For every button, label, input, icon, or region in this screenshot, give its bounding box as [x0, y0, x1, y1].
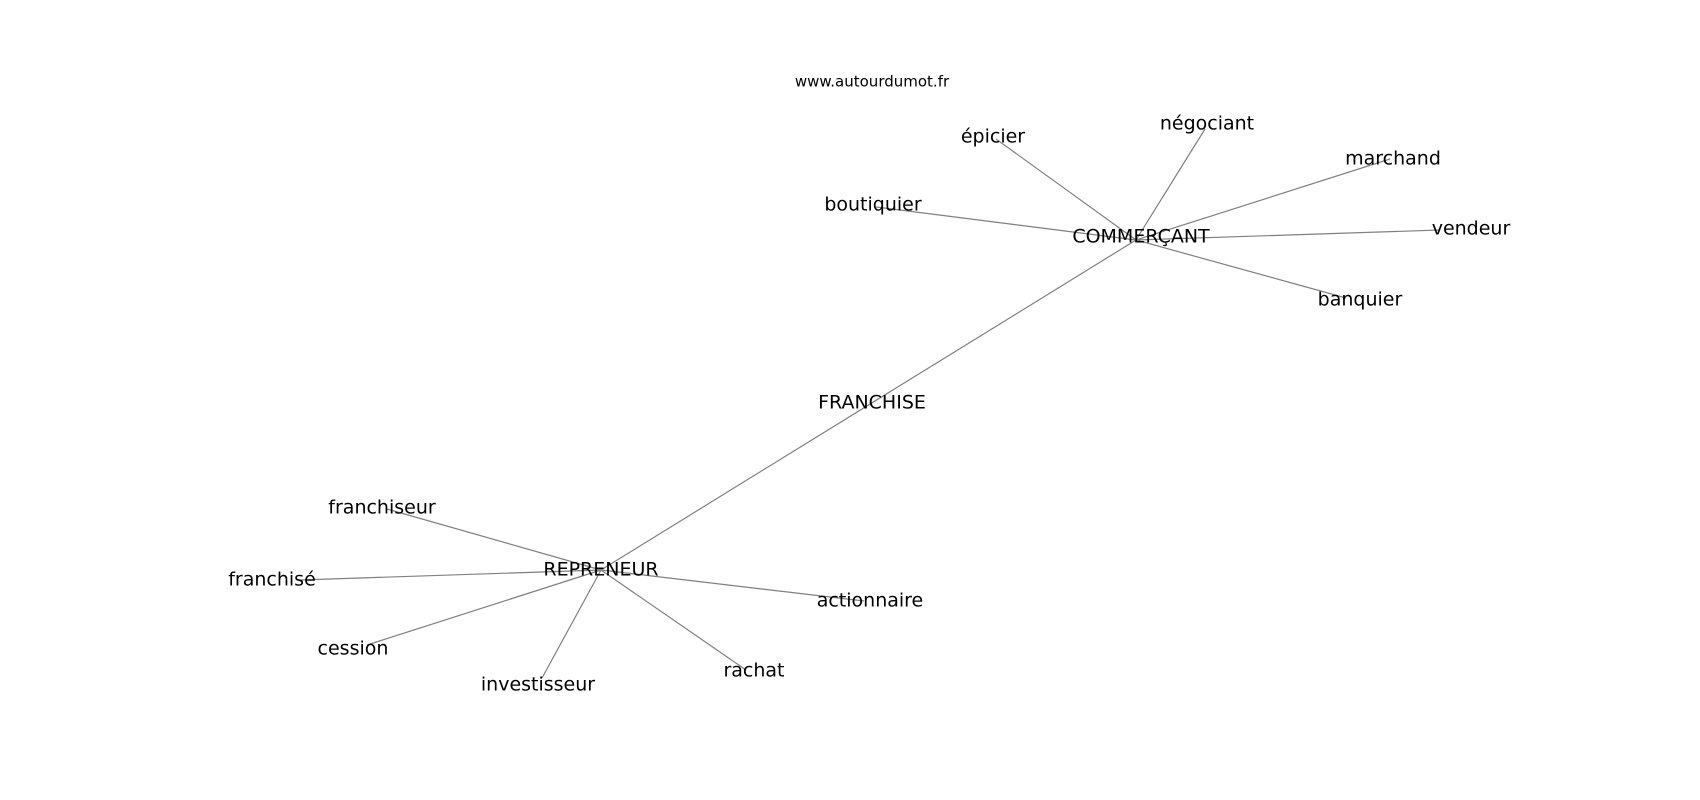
node-label-vendeur: vendeur — [1432, 218, 1511, 240]
node-label-franchiseur: franchiseur — [328, 497, 436, 519]
node-label-boutiquier: boutiquier — [824, 194, 922, 216]
edge-repreneur-cession — [366, 569, 602, 646]
node-label-rachat: rachat — [723, 660, 784, 682]
node-label-negociant: négociant — [1160, 113, 1254, 135]
graph-labels: FRANCHISE COMMERÇANT REPRENEUR épicier négoc… — [228, 113, 1510, 696]
node-label-marchand: marchand — [1345, 148, 1441, 170]
edge-commercant-vendeur — [1135, 229, 1441, 241]
edge-commercant-negociant — [1135, 128, 1206, 241]
node-label-banquier: banquier — [1318, 289, 1403, 311]
graph-edges — [299, 128, 1441, 679]
node-label-franchise2: franchisé — [228, 569, 316, 591]
edge-repreneur-investisseur — [541, 569, 602, 679]
edge-commercant-epicier — [995, 138, 1137, 241]
edge-repreneur-franchise2 — [299, 569, 602, 581]
source-watermark: www.autourdumot.fr — [795, 73, 950, 91]
edge-commercant-marchand — [1135, 158, 1391, 241]
node-label-epicier: épicier — [961, 126, 1025, 148]
edge-commercant-banquier — [1135, 239, 1347, 299]
node-label-actionnaire: actionnaire — [817, 590, 924, 612]
node-label-investisseur: investisseur — [481, 674, 595, 696]
node-label-repreneur: REPRENEUR — [543, 559, 658, 581]
edge-commercant-repreneur — [600, 239, 1137, 571]
edge-repreneur-actionnaire — [600, 569, 865, 602]
edge-repreneur-rachat — [600, 569, 747, 671]
edge-repreneur-franchiseur — [386, 508, 602, 571]
node-label-cession: cession — [318, 638, 389, 660]
node-label-franchise: FRANCHISE — [818, 392, 926, 414]
edge-commercant-boutiquier — [875, 206, 1137, 241]
node-label-commercant: COMMERÇANT — [1072, 226, 1210, 248]
